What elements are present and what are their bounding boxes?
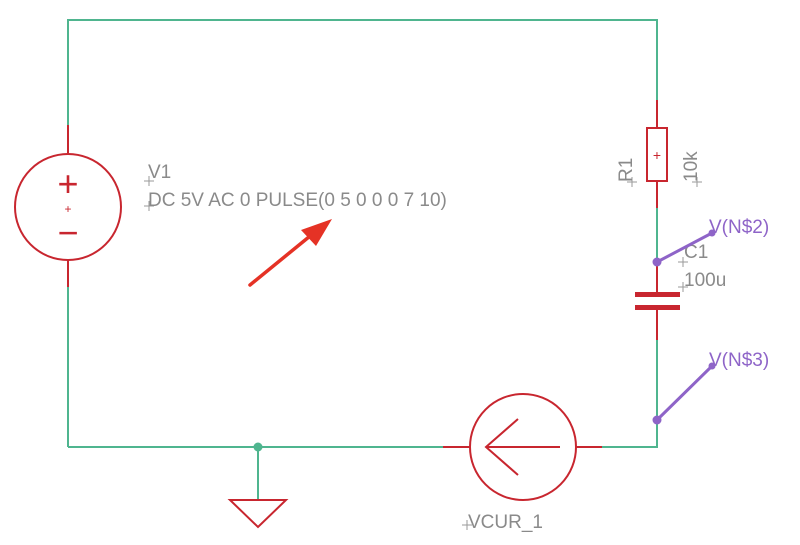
r1-label-origins	[627, 177, 702, 187]
c1-value-label: 100u	[684, 270, 726, 291]
probe-n2[interactable]	[652, 229, 716, 267]
wires	[67, 19, 658, 500]
c1-plate-bottom	[635, 305, 680, 310]
c1-plate-top	[635, 292, 680, 297]
ground-symbol[interactable]	[227, 499, 289, 529]
voltage-source-v1[interactable]: + + −	[14, 125, 122, 287]
r1-name-label: R1	[616, 158, 637, 182]
r1-center-mark: +	[653, 147, 661, 163]
c1-label-origins	[678, 257, 688, 292]
annotation-arrow-shaft	[248, 230, 317, 287]
r1-value-label: 10k	[681, 151, 702, 182]
v1-minus-symbol: −	[57, 212, 78, 253]
c1-name-label: C1	[684, 242, 708, 263]
vcur-name-label: VCUR_1	[468, 512, 543, 533]
probe-n2-node	[652, 257, 662, 267]
v1-name-label: V1	[148, 162, 171, 183]
annotation-arrow	[248, 219, 332, 287]
arrow-left-icon	[484, 418, 560, 476]
probe-n3-label: V(N$3)	[709, 350, 769, 371]
capacitor-c1[interactable]	[635, 262, 680, 340]
vcur-label-origin	[462, 520, 472, 530]
v1-center-mark: +	[64, 202, 71, 216]
probe-n3[interactable]	[652, 362, 716, 425]
wire-bottom-right[interactable]	[602, 340, 658, 448]
v1-plus-symbol: +	[57, 163, 78, 204]
ground-triangle	[227, 499, 289, 529]
probe-n3-tip	[708, 362, 716, 370]
probe-n3-line	[655, 364, 714, 422]
probe-n3-node	[652, 415, 662, 425]
current-source-vcur1[interactable]	[443, 393, 602, 501]
junction-dot	[253, 442, 263, 452]
probe-n2-label: V(N$2)	[709, 217, 769, 238]
v1-label-origins	[144, 176, 154, 211]
annotation-arrow-head	[301, 219, 332, 246]
wire-top[interactable]	[67, 19, 658, 125]
v1-value-label: DC 5V AC 0 PULSE(0 5 0 0 0 7 10)	[148, 190, 447, 211]
probe-n2-line	[655, 231, 714, 264]
resistor-r1[interactable]: +	[646, 100, 668, 208]
probe-n2-tip	[708, 229, 716, 237]
